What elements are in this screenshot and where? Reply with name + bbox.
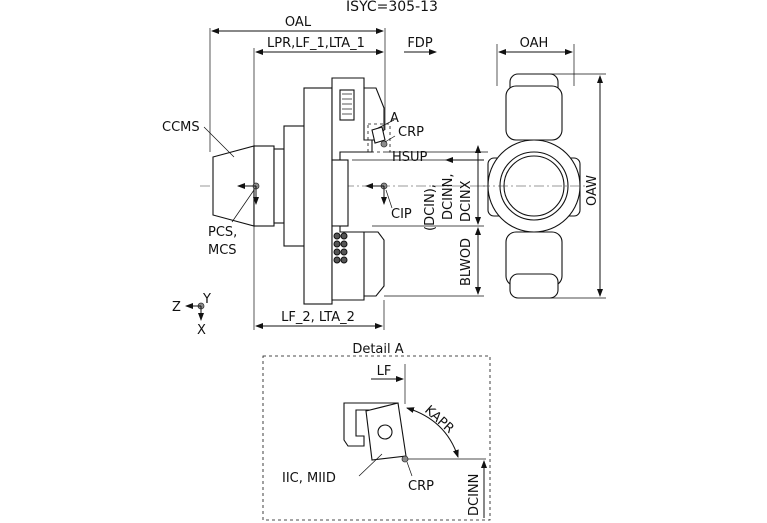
x-axis-label: X: [197, 323, 206, 338]
detail-a-title: Detail A: [352, 342, 403, 357]
front-view: [480, 73, 590, 299]
cip-label: CIP: [391, 207, 412, 222]
oal-label: OAL: [285, 15, 312, 30]
blwod-label: BLWOD: [459, 238, 474, 286]
hsup-label: HSUP: [392, 150, 428, 165]
detail-kapr-label: KAPR: [421, 403, 456, 437]
lower-knurl: [333, 232, 348, 264]
detail-crp-label: CRP: [408, 479, 434, 494]
oah-label: OAH: [520, 36, 549, 51]
y-axis-label: Y: [202, 292, 211, 307]
front-dimensions: [496, 44, 606, 299]
axis-triad: [185, 302, 205, 321]
z-axis-label: Z: [172, 300, 181, 315]
upper-insert: [371, 126, 386, 144]
upper-cartridge: [363, 87, 385, 141]
oaw-label: OAW: [585, 175, 600, 206]
insert-hole: [377, 424, 393, 440]
detail-dcinn-label: DCINN: [467, 474, 482, 516]
upper-teeth: [342, 93, 352, 115]
dcinn-label: DCINN,: [441, 173, 456, 220]
mcs-label: MCS: [208, 243, 237, 258]
pcs-label: PCS,: [208, 225, 237, 240]
dcin-label: (DCIN),: [423, 184, 438, 231]
detail-iic-label: IIC, MIID: [282, 471, 336, 486]
main-body: [303, 87, 333, 305]
lf2-label: LF_2, LTA_2: [281, 310, 355, 325]
lpr-label: LPR,LF_1,LTA_1: [267, 36, 365, 51]
detail-a-frame: [262, 355, 491, 521]
lower-cartridge: [363, 231, 385, 297]
detail-a-box: [367, 123, 391, 153]
drawing-title: ISYC=305-13: [346, 0, 438, 15]
detail-lf-label: LF: [377, 364, 392, 379]
upper-serration: [339, 89, 355, 121]
flange-collar: [273, 148, 285, 224]
crp-point: [380, 140, 388, 148]
ccms-label: CCMS: [162, 120, 200, 135]
centre-face: [331, 159, 349, 227]
a-marker-label: A: [390, 111, 399, 126]
fdp-label: FDP: [407, 36, 432, 51]
side-dimensions: [209, 28, 488, 330]
side-view: [200, 77, 488, 305]
front-upper-arm: [505, 85, 563, 141]
dcinx-label: DCINX: [459, 180, 474, 222]
front-bottom-lug: [509, 273, 559, 299]
crp-label: CRP: [398, 125, 424, 140]
detail-crp-point: [401, 455, 409, 463]
detail-a-view: [343, 364, 487, 518]
